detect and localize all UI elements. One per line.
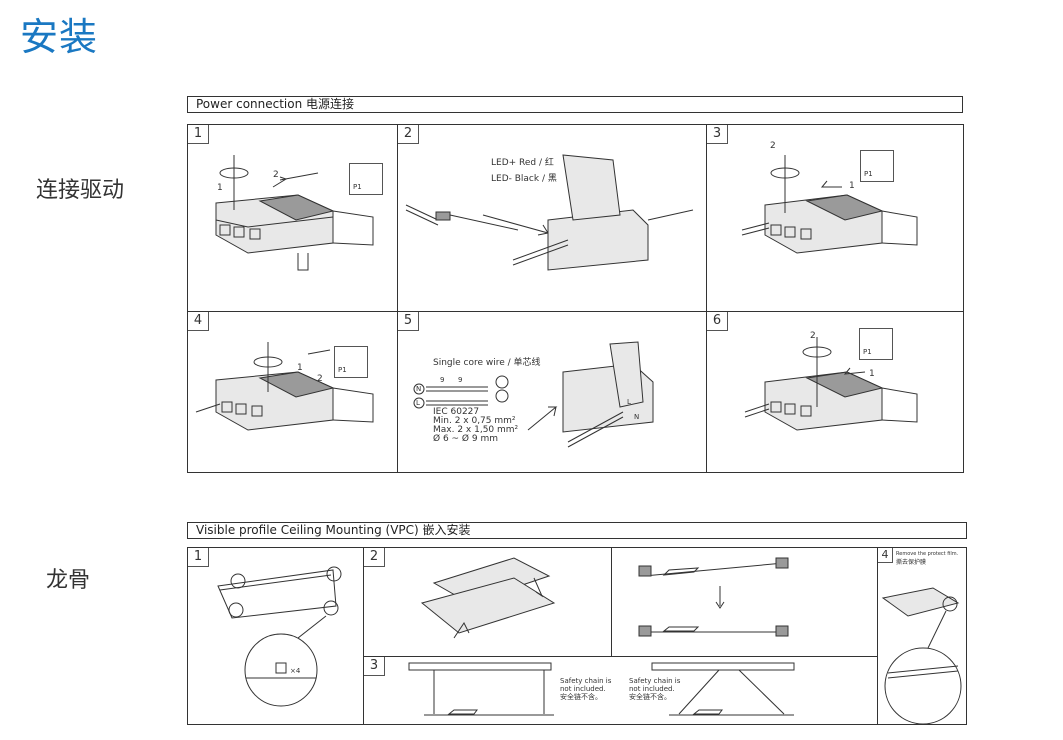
strip-length-a: 9 [440,376,445,384]
remove-film-label: Remove the protect film. [896,551,959,557]
step-number: 4 [188,312,209,331]
step-number: 3 [364,657,385,676]
spec-line-2: Min. 2 x 0,75 mm² [433,416,516,426]
tool-label: P1 [353,183,362,191]
ceiling-step-4-panel: 4 Remove the protect film. 撕去保护膜 [877,547,967,725]
callout-2: 2 [810,331,816,341]
safety-note-cn-b: 安全链不含。 [629,693,671,701]
wire-label-plus: LED+ Red / 红 [491,158,554,168]
tool-label: P1 [864,170,873,178]
wire-label-minus: LED- Black / 黑 [491,174,557,184]
callout-2: 2 [317,374,323,384]
power-step-5-panel: 5 Single core wire / 单芯线 9 9 N L L N IEC… [397,311,707,473]
spec-line-3: Max. 2 x 1,50 mm² [433,425,519,435]
panel-corners-illustration [217,566,342,707]
single-core-wiring-illustration [413,341,654,448]
side-label-ceiling: 龙骨 [46,568,91,593]
spec-line-1: IEC 60227 [433,407,480,417]
strip-length-b: 9 [458,376,463,384]
screwdriver-p1-icon: P1 [349,163,383,195]
step-number: 6 [707,312,728,331]
terminal-block-illustration [195,342,374,431]
wire-insertion-illustration [405,154,694,271]
callout-1: 1 [297,363,303,373]
step-number: 5 [398,312,419,331]
safety-note-1b: Safety chain is [629,677,681,685]
step-number: 2 [398,125,419,144]
safety-note-2: not included. [560,685,606,693]
screwdriver-p1-icon: P1 [859,328,893,360]
terminal-block-illustration [744,337,918,431]
power-step-3-panel: 3 2 1 P1 [706,124,964,312]
panel-divider [611,548,612,656]
remove-film-label-cn: 撕去保护膜 [896,559,927,566]
step-number: 1 [188,548,209,567]
panel-insertion-illustration [420,557,789,639]
terminal-n-on-block: N [634,413,640,421]
side-label-power: 连接驱动 [36,178,125,203]
step-number: 2 [364,548,385,567]
terminal-block-illustration [215,155,374,271]
step-number: 4 [878,548,893,563]
power-step-2-panel: 2 LED+ Red / 红 LED- Black / 黑 [397,124,707,312]
terminal-l: L [416,399,420,407]
ceiling-step-2-panel: 2 [363,547,878,657]
callout-1: 1 [217,183,223,193]
remove-film-illustration [881,587,962,724]
callout-1: 1 [849,181,855,191]
terminal-n: N [416,385,422,393]
safety-note-1: Safety chain is [560,677,612,685]
tool-label: P1 [338,366,347,374]
safety-chain-illustration [408,662,795,716]
ceiling-section-header: Visible profile Ceiling Mounting (VPC) 嵌… [187,522,967,539]
screwdriver-p1-icon: P1 [334,346,368,378]
step-number: 3 [707,125,728,144]
callout-2: 2 [273,170,279,180]
single-core-label: Single core wire / 单芯线 [433,358,541,368]
power-step-1-panel: 1 1 2 P1 [187,124,398,312]
tool-label: P1 [863,348,872,356]
power-step-6-panel: 6 2 1 P1 [706,311,964,473]
ceiling-step-3-panel: 3 Safety chain is not included. 安全链不含。 S… [363,656,878,725]
power-section-header: Power connection 电源连接 [187,96,963,113]
callout-2: 2 [770,141,776,151]
safety-note-2b: not included. [629,685,675,693]
ceiling-step-1-panel: 1 ×4 [187,547,364,725]
screwdriver-p1-icon: P1 [860,150,894,182]
multiplier-x4: ×4 [290,667,301,675]
terminal-block-illustration [741,155,918,254]
page-title: 安装 [20,15,99,59]
callout-1: 1 [869,369,875,379]
spec-line-4: Ø 6 ~ Ø 9 mm [433,434,498,444]
terminal-l-on-block: L [627,398,631,406]
safety-note-cn: 安全链不含。 [560,693,602,701]
step-number: 1 [188,125,209,144]
power-step-4-panel: 4 1 2 P1 [187,311,398,473]
